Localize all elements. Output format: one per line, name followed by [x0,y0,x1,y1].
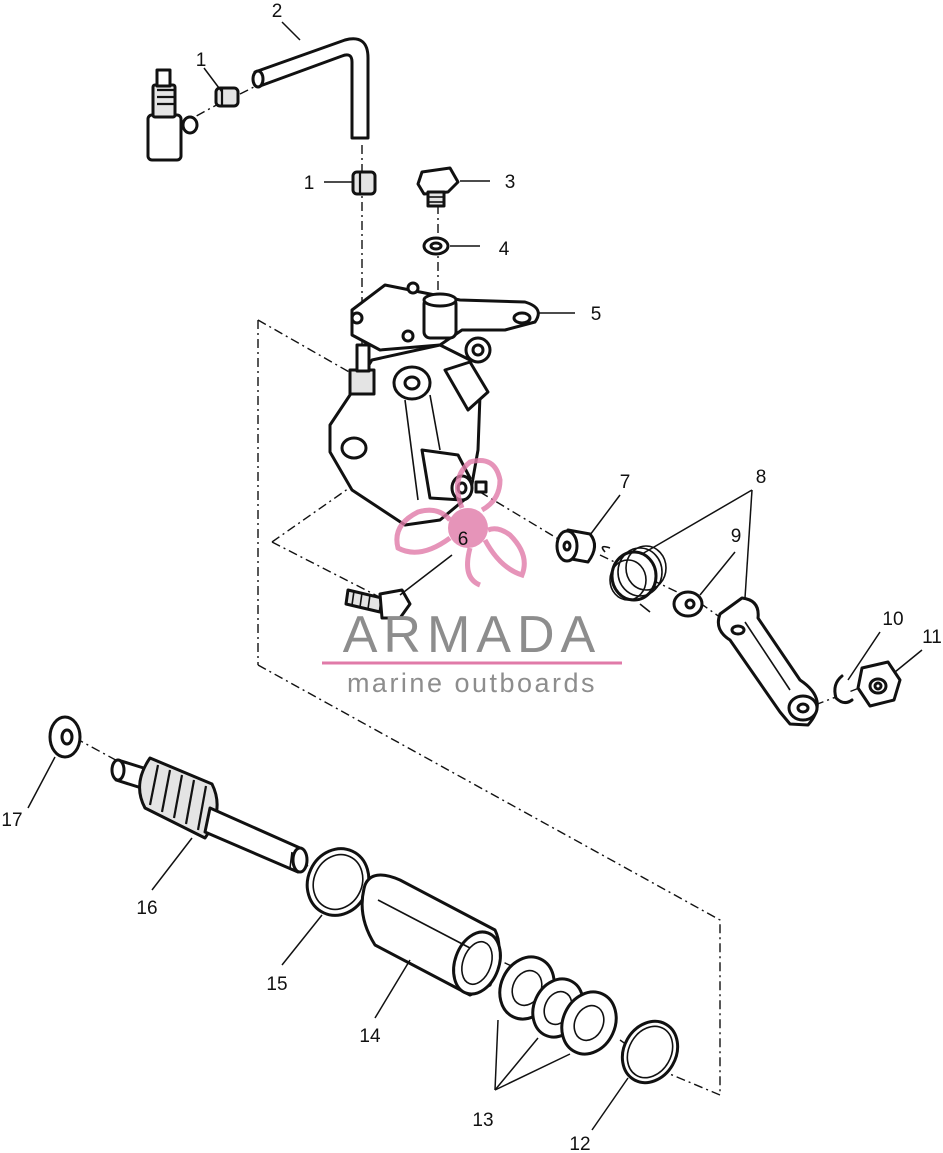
callout-1-upper: 1 [196,50,207,71]
watermark-brand: ARMADA [343,606,601,664]
oil-pump-body [328,281,540,527]
control-lever [716,596,819,727]
thrust-washer [48,715,82,759]
leader-lines [27,21,923,1131]
callout-11: 11 [922,627,942,648]
callout-1-lower: 1 [304,173,315,194]
spring-washer [672,590,704,618]
callout-6: 6 [458,529,469,550]
hose [251,37,370,140]
hose-clip-upper [214,86,240,108]
callout-2: 2 [272,1,283,22]
callout-9: 9 [731,526,742,547]
callout-15: 15 [266,974,287,995]
callout-8: 8 [756,467,767,488]
callout-5: 5 [591,304,602,325]
callout-3: 3 [505,172,516,193]
callout-17: 17 [1,810,22,831]
collar [555,528,596,564]
banjo-bolt [416,166,460,208]
callout-4: 4 [499,239,510,260]
callout-14: 14 [359,1026,381,1047]
callout-16: 16 [136,898,157,919]
callout-10: 10 [882,609,903,630]
driven-gear-shaft [110,756,309,874]
washer [422,236,450,256]
watermark-tagline: marine outboards [347,668,597,698]
return-spring [601,545,667,613]
pump-mounting-bolt [344,588,412,620]
callout-12: 12 [569,1134,590,1153]
inlet-fitting [146,68,199,162]
e-clip [833,674,854,705]
shim-set [498,955,618,1056]
hose-clip-lower [351,170,377,196]
armada-logo-icon [394,458,527,588]
o-ring-outer [620,1019,680,1085]
pump-sleeve [360,873,502,997]
lock-nut [856,660,902,708]
o-ring-inner [305,847,371,917]
callout-13: 13 [472,1110,493,1131]
callout-7: 7 [620,472,631,493]
